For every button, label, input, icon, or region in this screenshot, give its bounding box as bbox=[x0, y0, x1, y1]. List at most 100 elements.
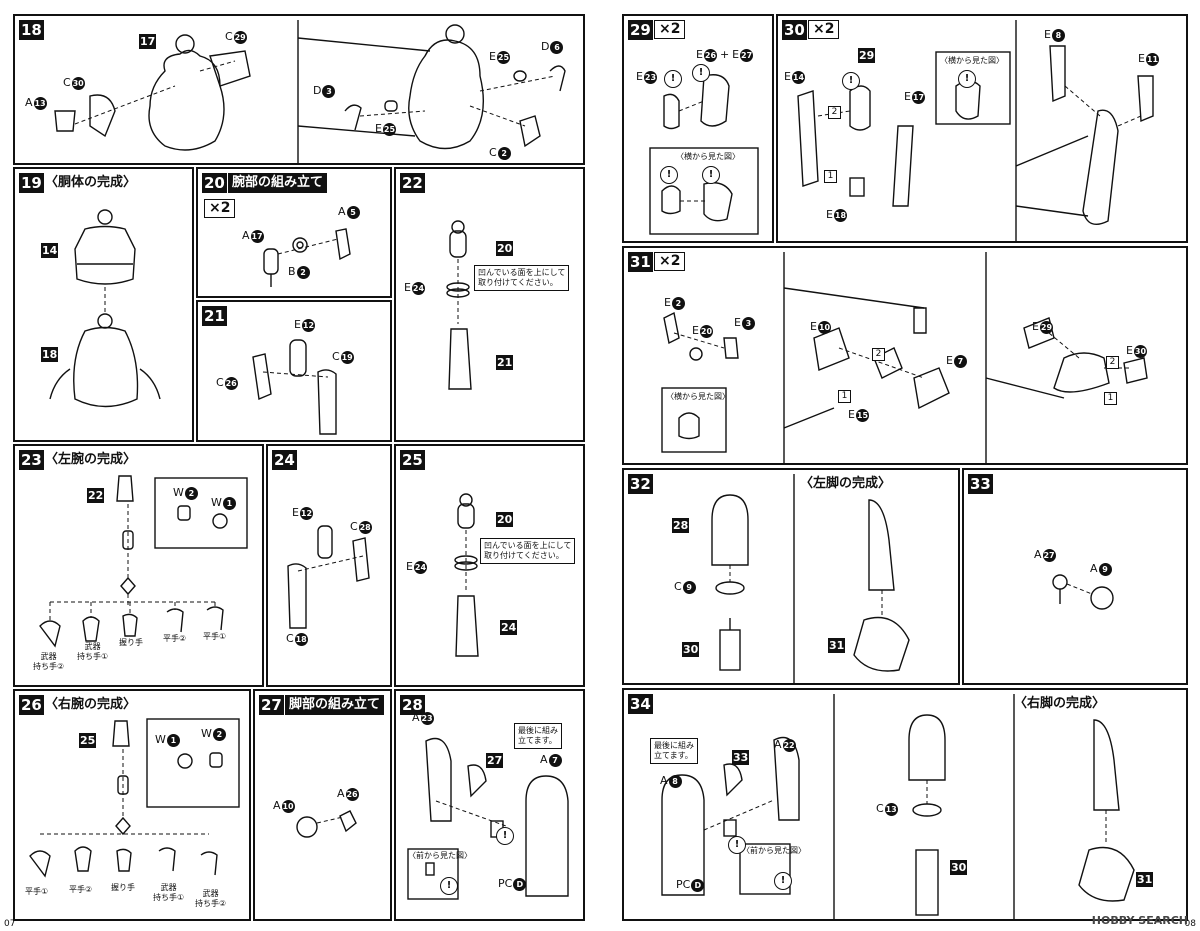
step-number: 32 bbox=[628, 474, 653, 494]
part-ref-18: 18 bbox=[41, 347, 59, 362]
quantity-badge: ×2 bbox=[654, 252, 686, 271]
step-18-panel: 18 bbox=[13, 14, 585, 165]
part-ref-27: 27 bbox=[486, 753, 504, 768]
step-23-panel: 23 〈左腕の完成〉 bbox=[13, 444, 264, 687]
step-number: 29 bbox=[628, 20, 653, 40]
step-number: 26 bbox=[19, 695, 44, 715]
ankle-joint-illustration bbox=[1052, 574, 1114, 610]
step-order-1: 1 bbox=[1104, 390, 1117, 405]
part-ref-29: 29 bbox=[858, 48, 876, 63]
step-order-2: 2 bbox=[872, 346, 885, 361]
step-title: 〈胴体の完成〉 bbox=[45, 175, 137, 190]
arm-assembly-illustration bbox=[263, 228, 351, 287]
assemble-last-note: 最後に組み 立てます。 bbox=[514, 723, 562, 749]
leg-joint-illustration bbox=[296, 810, 357, 838]
torso-assembly-illustration bbox=[54, 20, 566, 163]
arm-complete-illustration bbox=[454, 493, 479, 657]
left-leg-complete-illustration bbox=[711, 474, 910, 683]
caution-icon: ! bbox=[692, 64, 710, 82]
forearm-assembly-illustration bbox=[287, 525, 370, 629]
step-number: 21 bbox=[202, 306, 227, 326]
part-ref-33: 33 bbox=[732, 750, 750, 765]
right-arm-complete-illustration bbox=[29, 718, 240, 878]
left-arm-complete-illustration bbox=[39, 475, 248, 648]
part-ref-24: 24 bbox=[500, 620, 518, 635]
caution-icon: ! bbox=[774, 872, 792, 890]
right-leg-complete-illustration bbox=[661, 694, 1135, 919]
part-ref-20: 20 bbox=[496, 512, 514, 527]
caution-icon: ! bbox=[496, 827, 514, 845]
side-view-caption: 〈横から見た図〉 bbox=[940, 56, 1004, 65]
step-order-2: 2 bbox=[828, 104, 841, 119]
step-number: 28 bbox=[400, 695, 425, 715]
step-title: 腕部の組み立て bbox=[228, 173, 328, 193]
side-view-caption: 〈横から見た図〉 bbox=[666, 392, 730, 401]
part-ref-17: 17 bbox=[139, 34, 157, 49]
caution-icon: ! bbox=[660, 166, 678, 184]
part-ref-30: 30 bbox=[682, 642, 700, 657]
step-number: 34 bbox=[628, 694, 653, 714]
assemble-last-note: 最後に組み 立てます。 bbox=[650, 738, 698, 764]
arm-complete-illustration bbox=[446, 220, 472, 390]
hand-label: 平手① bbox=[25, 887, 49, 896]
side-view-caption: 〈横から見た図〉 bbox=[676, 152, 740, 161]
step-number: 19 bbox=[19, 173, 44, 193]
step-19-panel: 19 〈胴体の完成〉 14 18 bbox=[13, 167, 194, 442]
step-number: 24 bbox=[272, 450, 297, 470]
step-order-1: 1 bbox=[838, 388, 851, 403]
step-number: 27 bbox=[259, 695, 284, 715]
step-number: 31 bbox=[628, 252, 653, 272]
watermark: HOBBY SEARCH bbox=[1091, 914, 1188, 927]
quantity-badge: ×2 bbox=[808, 20, 840, 39]
part-ref-25: 25 bbox=[79, 733, 97, 748]
knee-part-illustration bbox=[649, 74, 759, 235]
torso-complete-illustration bbox=[49, 209, 161, 408]
part-ref-14: 14 bbox=[41, 243, 59, 258]
caution-icon: ! bbox=[958, 70, 976, 88]
left-page: 18 bbox=[0, 0, 592, 931]
hand-label: 握り手 bbox=[119, 638, 143, 647]
orientation-note: 凹んでいる面を上にして 取り付けてください。 bbox=[474, 265, 570, 291]
hand-label: 平手② bbox=[163, 634, 187, 643]
hand-label: 平手① bbox=[203, 632, 227, 641]
step-number: 25 bbox=[400, 450, 425, 470]
step-number: 18 bbox=[19, 20, 44, 40]
